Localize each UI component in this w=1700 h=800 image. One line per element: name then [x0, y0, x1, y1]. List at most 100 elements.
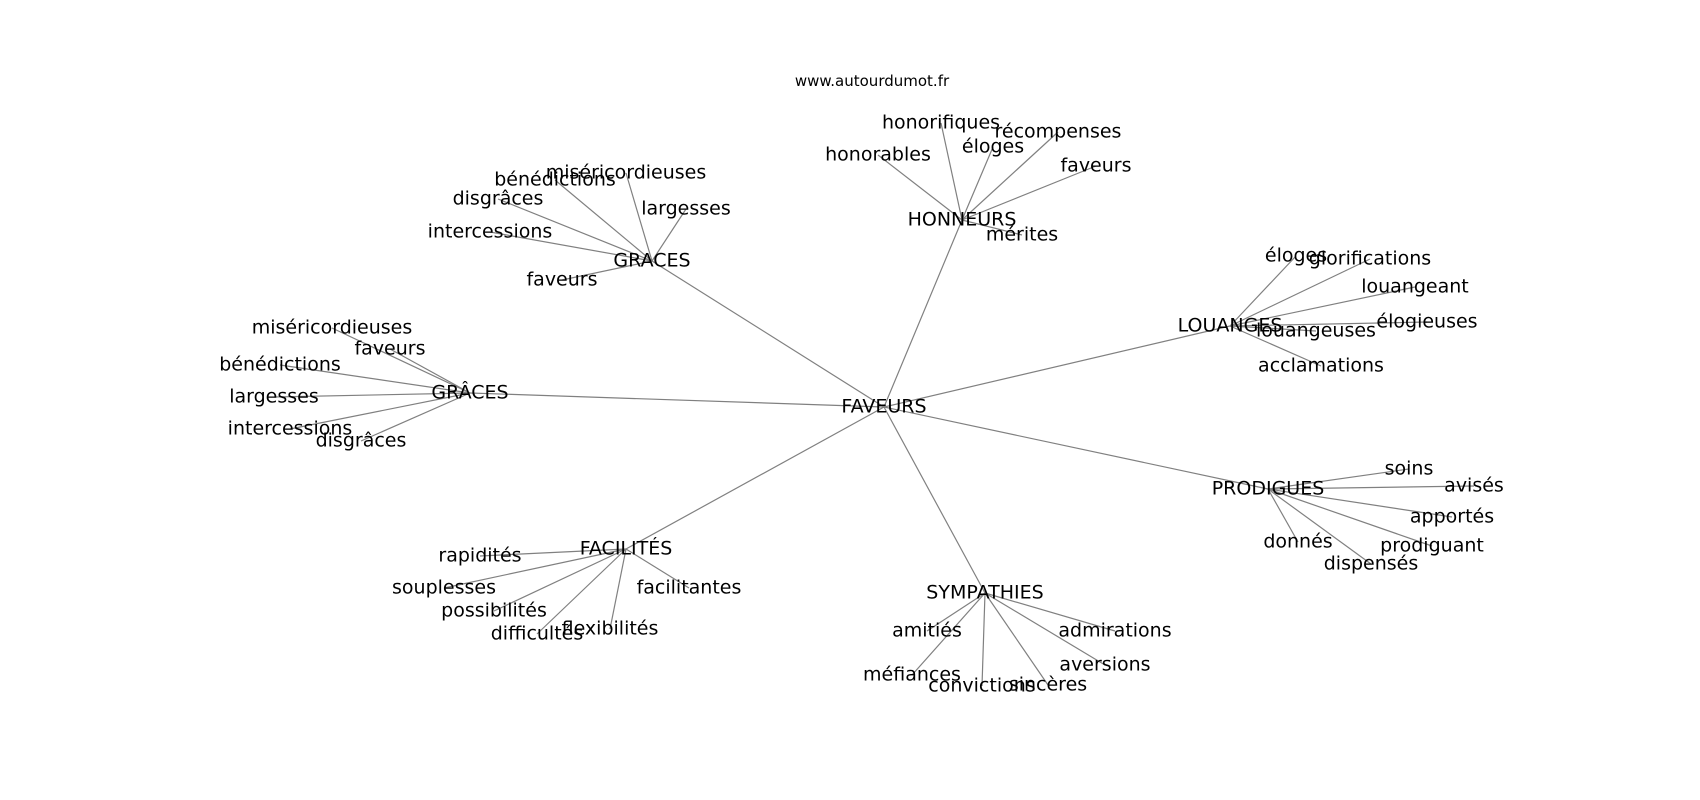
- edge-center-graces: [469, 392, 885, 408]
- leaf-node-prodigues-soins[interactable]: soins: [1385, 458, 1434, 480]
- leaf-node-honneurs-honorables[interactable]: honorables: [825, 144, 931, 166]
- leaf-node-louanges-louangeant[interactable]: louangeant: [1361, 276, 1469, 298]
- edge-prodigues-dispenses: [1267, 488, 1372, 565]
- leaf-node-facilites-flexibilites[interactable]: flexibilités: [562, 618, 659, 640]
- edge-honneurs-merites: [961, 219, 1023, 236]
- leaf-node-sympathies-convictions[interactable]: convictions: [928, 675, 1035, 697]
- leaf-node-prodigues-prodiguant[interactable]: prodiguant: [1380, 535, 1484, 557]
- leaf-node-louanges-louangeuses[interactable]: louangeuses: [1256, 320, 1376, 342]
- hub-node-facilites[interactable]: FACILITÉS: [580, 537, 673, 560]
- edge-sympathies-mefiances: [911, 592, 986, 676]
- edge-louanges-louangeuses: [1229, 325, 1317, 332]
- leaf-node-graces-benedictions[interactable]: bénédictions: [494, 169, 616, 191]
- leaf-node-facilites-rapidites[interactable]: rapidités: [438, 545, 521, 567]
- edge-honneurs-recompenses: [961, 131, 1059, 221]
- leaf-node-graces-largesses[interactable]: largesses: [641, 198, 731, 220]
- edge-sympathies-amities: [926, 592, 986, 632]
- edge-sympathies-sinceres: [984, 592, 1049, 686]
- graph-edges: [273, 122, 1475, 687]
- leaf-node-facilites-difficultes[interactable]: difficultés: [491, 623, 584, 645]
- edge-graces-disgraces: [497, 198, 653, 262]
- edge-graces-misericordieuses: [331, 327, 471, 394]
- edge-sympathies-convictions: [981, 592, 986, 687]
- hub-node-honneurs[interactable]: HONNEURS: [908, 209, 1017, 231]
- edge-louanges-glorifications: [1229, 258, 1371, 327]
- edge-facilites-difficultes: [536, 548, 627, 635]
- leaf-node-sympathies-aversions[interactable]: aversions: [1059, 654, 1150, 676]
- leaf-node-sympathies-sinceres[interactable]: sincères: [1009, 674, 1087, 696]
- edge-center-facilites: [625, 406, 885, 550]
- leaf-node-louanges-eloges[interactable]: éloges: [1265, 245, 1327, 267]
- edge-louanges-elogieuses: [1229, 321, 1428, 327]
- edge-center-honneurs: [883, 219, 963, 408]
- edge-graces-intercessions: [489, 231, 653, 262]
- leaf-node-facilites-possibilites[interactable]: possibilités: [441, 600, 547, 622]
- leaf-node-honneurs-eloges[interactable]: éloges: [962, 136, 1024, 158]
- edge-prodigues-soins: [1267, 468, 1410, 490]
- edge-louanges-eloges: [1229, 255, 1297, 327]
- edge-facilites-flexibilites: [609, 548, 627, 630]
- leaf-node-louanges-elogieuses[interactable]: élogieuses: [1376, 311, 1477, 333]
- edge-prodigues-donnes: [1267, 488, 1299, 543]
- edge-graces-faveurs: [561, 260, 653, 281]
- edge-center-sympathies: [883, 406, 986, 594]
- edge-facilites-possibilites: [493, 548, 627, 612]
- leaf-node-graces-faveurs[interactable]: faveurs: [526, 269, 597, 291]
- hub-node-sympathies[interactable]: SYMPATHIES: [926, 582, 1043, 604]
- leaf-node-prodigues-donnes[interactable]: donnés: [1263, 531, 1332, 553]
- edge-graces-benedictions: [554, 179, 653, 262]
- leaf-node-honneurs-honorifiques[interactable]: honorifiques: [882, 112, 1000, 134]
- edge-graces-faveurs: [389, 348, 471, 394]
- edge-prodigues-avises: [1267, 485, 1475, 490]
- edge-facilites-facilitantes: [625, 548, 690, 589]
- leaf-node-sympathies-mefiances[interactable]: méfiances: [863, 664, 961, 686]
- leaf-node-louanges-glorifications[interactable]: glorifications: [1309, 248, 1431, 270]
- leaf-node-graces-disgraces[interactable]: disgrâces: [316, 430, 407, 452]
- graph-labels: FAVEURSGRACESmiséricordieusesbénédiction…: [219, 112, 1504, 697]
- leaf-node-graces-intercessions[interactable]: intercessions: [428, 221, 553, 243]
- leaf-node-graces-benedictions[interactable]: bénédictions: [219, 354, 341, 376]
- edge-honneurs-eloges: [961, 146, 994, 221]
- edge-prodigues-apportes: [1267, 488, 1453, 518]
- hub-node-louanges[interactable]: LOUANGES: [1178, 315, 1283, 337]
- site-label: www.autourdumot.fr: [794, 72, 950, 90]
- edge-graces-misericordieuses: [625, 172, 653, 262]
- edge-graces-benedictions: [279, 364, 471, 394]
- leaf-node-prodigues-dispenses[interactable]: dispensés: [1324, 553, 1419, 575]
- leaf-node-facilites-facilitantes[interactable]: facilitantes: [637, 577, 742, 599]
- hub-node-graces[interactable]: GRACES: [613, 250, 690, 272]
- leaf-node-graces-intercessions[interactable]: intercessions: [228, 418, 353, 440]
- leaf-node-sympathies-admirations[interactable]: admirations: [1058, 620, 1171, 642]
- leaf-node-sympathies-amities[interactable]: amitiés: [892, 620, 962, 642]
- edge-graces-largesses: [651, 208, 687, 262]
- edge-sympathies-aversions: [984, 592, 1106, 666]
- edge-honneurs-honorables: [877, 154, 963, 221]
- hub-node-graces[interactable]: GRÂCES: [431, 381, 508, 404]
- leaf-node-graces-largesses[interactable]: largesses: [229, 386, 319, 408]
- leaf-node-graces-misericordieuses[interactable]: miséricordieuses: [252, 317, 413, 339]
- leaf-node-honneurs-merites[interactable]: mérites: [986, 224, 1058, 246]
- leaf-node-graces-faveurs[interactable]: faveurs: [354, 338, 425, 360]
- hub-node-prodigues[interactable]: PRODIGUES: [1212, 478, 1325, 500]
- leaf-node-prodigues-avises[interactable]: avisés: [1444, 475, 1504, 497]
- edge-graces-largesses: [273, 392, 471, 398]
- leaf-node-honneurs-recompenses[interactable]: récompenses: [995, 121, 1122, 143]
- leaf-node-graces-disgraces[interactable]: disgrâces: [453, 188, 544, 210]
- leaf-node-facilites-souplesses[interactable]: souplesses: [392, 577, 496, 599]
- edge-louanges-acclamations: [1229, 325, 1322, 367]
- edge-graces-intercessions: [289, 392, 471, 430]
- edge-louanges-louangeant: [1229, 286, 1416, 327]
- edge-sympathies-admirations: [984, 592, 1116, 632]
- center-node-label[interactable]: FAVEURS: [841, 396, 926, 418]
- edge-facilites-souplesses: [443, 548, 627, 589]
- edge-center-graces: [651, 260, 885, 408]
- edge-prodigues-prodiguant: [1267, 488, 1433, 547]
- leaf-node-prodigues-apportes[interactable]: apportés: [1410, 506, 1494, 528]
- edge-graces-disgraces: [360, 392, 471, 442]
- leaf-node-graces-misericordieuses[interactable]: miséricordieuses: [546, 162, 707, 184]
- edge-honneurs-faveurs: [961, 165, 1097, 221]
- leaf-node-honneurs-faveurs[interactable]: faveurs: [1060, 155, 1131, 177]
- leaf-node-louanges-acclamations[interactable]: acclamations: [1258, 355, 1384, 377]
- edge-facilites-rapidites: [479, 548, 627, 557]
